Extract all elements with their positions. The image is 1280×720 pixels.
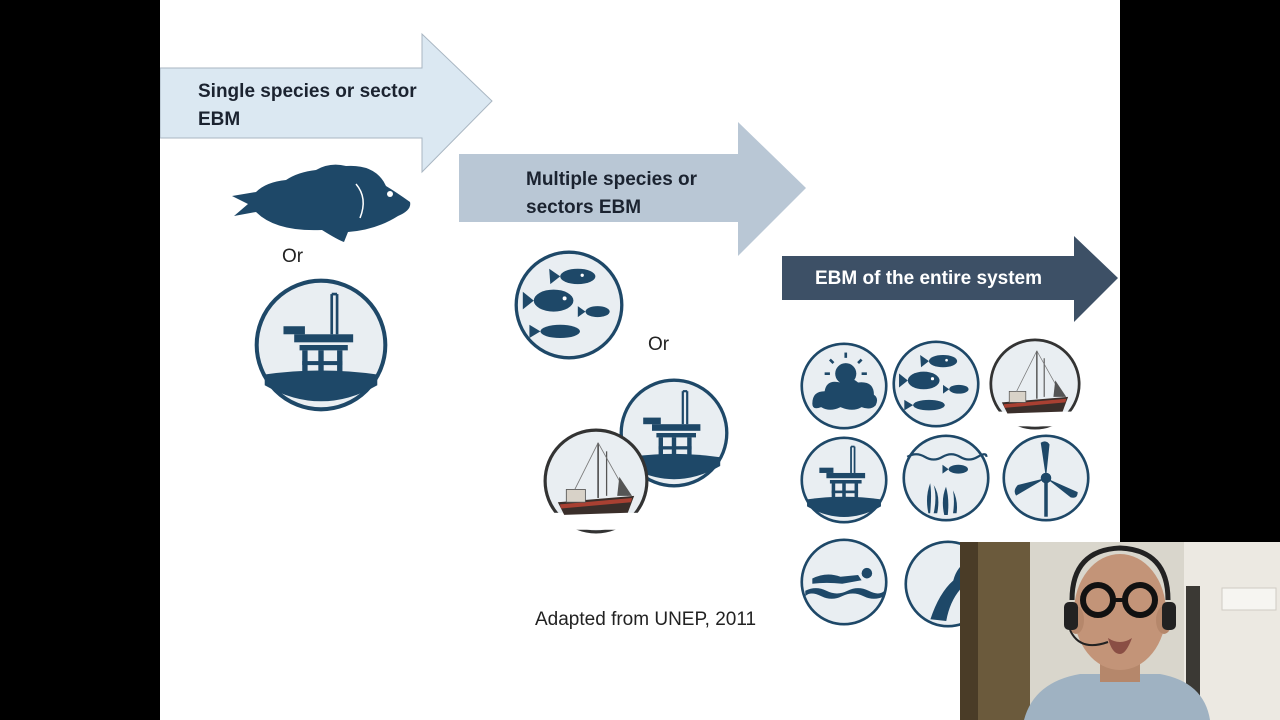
source-caption: Adapted from UNEP, 2011 xyxy=(535,609,757,630)
stage-1-label: Single species or sector EBM xyxy=(198,81,417,130)
multiple-fish-icon xyxy=(514,250,624,360)
stage-arrows xyxy=(160,32,1118,322)
stage-2-label: Multiple species or sectors EBM xyxy=(526,169,698,218)
weather-cloud-icon xyxy=(800,342,888,430)
multiple-fish-icon xyxy=(892,340,980,428)
arrow-stage-3 xyxy=(782,236,1118,322)
arrow-stage-2 xyxy=(459,122,806,256)
arrow-stage-1 xyxy=(160,32,493,174)
fishing-boat-icon xyxy=(989,338,1081,430)
slide: Single species or sector EBM Multiple sp… xyxy=(160,0,1120,720)
fishing-boat-icon xyxy=(543,428,649,534)
oil-platform-icon xyxy=(254,278,388,412)
or-label-2: Or xyxy=(648,334,670,355)
or-label-1: Or xyxy=(282,246,304,267)
stage-3-label: EBM of the entire system xyxy=(815,268,1042,289)
presenter-image xyxy=(960,542,1280,720)
wind-turbine-icon xyxy=(1002,434,1090,522)
swimmer-icon xyxy=(800,538,888,626)
seagrass-fish-icon xyxy=(902,434,990,522)
presenter-video xyxy=(960,542,1280,720)
oil-platform-icon xyxy=(800,436,888,524)
fish-icon xyxy=(232,164,411,242)
